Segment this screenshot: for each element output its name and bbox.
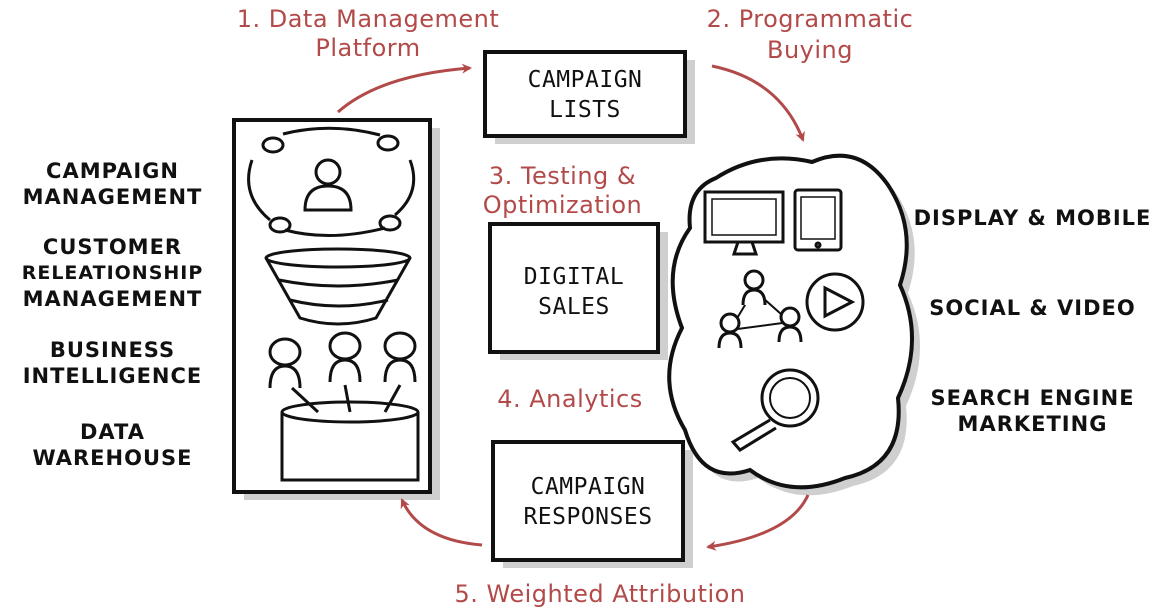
arrow-cloud-to-responses [706,494,810,551]
campaign-management-label-line1: CAMPAIGN [46,159,179,183]
step-3-label-line1: 3. Testing & [488,162,637,190]
monitor-icon [703,190,785,256]
step-5-label: 5. Weighted Attribution [454,580,746,608]
crm-label-line2: RELEATIONSHIP [21,262,204,284]
step-3-label-line2: Optimization [482,191,643,219]
search-engine-marketing-label-line2: MARKETING [957,412,1108,436]
crm-label-line1: CUSTOMER [42,235,183,259]
play-icon [805,272,865,332]
digital-sales-line2: SALES [538,294,610,320]
step-1-label-line1: 1. Data Management [236,5,500,33]
channels-cloud [667,153,921,496]
flow-arrows [337,63,810,551]
digital-sales-line1: DIGITAL [523,264,625,290]
digital-sales-box [488,222,668,360]
campaign-lists-line1: CAMPAIGN [527,67,643,93]
data-warehouse-label-line2: WAREHOUSE [32,446,193,470]
step-2-label-line2: Buying [767,36,853,64]
business-intelligence-label-line1: BUSINESS [49,338,176,362]
data-warehouse-label-line1: DATA [79,420,145,444]
step-1-label-line2: Platform [315,34,421,62]
arrow-responses-to-dmp [400,498,483,547]
arrow-lists-to-cloud [711,64,805,142]
campaign-responses-box [491,440,693,568]
social-video-label: SOCIAL & VIDEO [929,296,1136,320]
display-mobile-label: DISPLAY & MOBILE [913,206,1152,230]
campaign-management-label-line2: MANAGEMENT [22,185,203,209]
step-4-label: 4. Analytics [497,385,643,413]
campaign-lists-line2: LISTS [549,97,621,123]
funnel-icon [264,247,412,326]
campaign-responses-line1: CAMPAIGN [530,474,646,500]
crm-label-line3: MANAGEMENT [22,287,203,311]
business-intelligence-label-line2: INTELLIGENCE [22,364,203,388]
network-people-icon [717,269,803,349]
campaign-lists-box [483,50,695,144]
search-engine-marketing-label-line1: SEARCH ENGINE [930,386,1135,410]
step-2-label-line1: 2. Programmatic [706,5,914,33]
database-icon [280,384,420,482]
campaign-responses-line2: RESPONSES [523,504,653,530]
magnifier-icon [730,368,820,452]
arrow-dmp-to-lists [337,63,472,114]
dmp-panel [232,118,440,500]
tablet-icon [793,188,843,252]
people-cycle-icon [247,126,416,238]
users-icon [268,331,417,389]
